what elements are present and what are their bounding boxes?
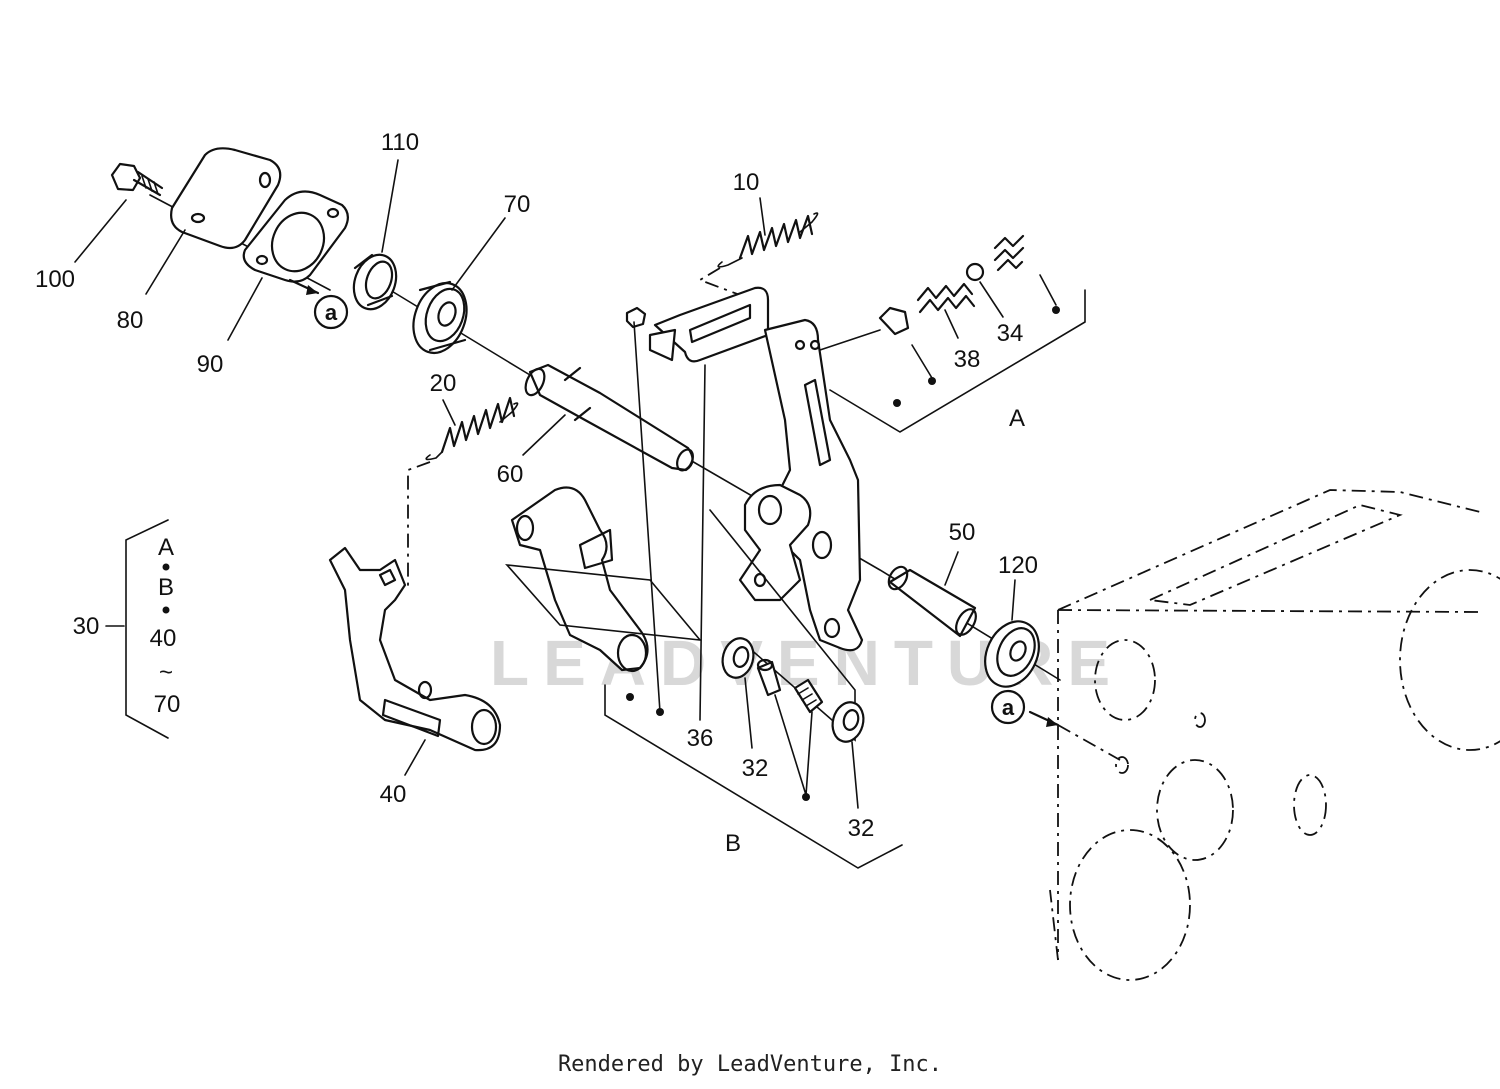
- label-70: 70: [504, 191, 531, 218]
- ref-mark-a-left-label: a: [325, 300, 338, 325]
- callouts: 100 80 90 110 70 10 20 60 36 38 34 50 12…: [35, 129, 1057, 842]
- screw-32: [793, 678, 824, 714]
- governor-plate-36: [625, 286, 770, 363]
- label-32-left: 32: [742, 755, 769, 782]
- label-30: 30: [73, 613, 100, 640]
- engine-block: [1049, 489, 1500, 981]
- ball-34: [965, 262, 985, 282]
- assembly-30-item-b: B: [158, 574, 174, 601]
- spring-10: [697, 212, 819, 296]
- pin-32: [756, 658, 782, 697]
- axis-line-upper: [819, 329, 881, 351]
- spring-20: [407, 396, 519, 590]
- label-50: 50: [949, 519, 976, 546]
- label-34: 34: [997, 320, 1024, 347]
- ref-mark-a-left: a: [288, 278, 349, 330]
- ref-mark-a-right-label: a: [1002, 695, 1015, 720]
- label-38: 38: [954, 346, 981, 373]
- label-36: 36: [687, 725, 714, 752]
- group-bracket-a: A: [829, 289, 1086, 433]
- bearing-120: [984, 620, 1040, 688]
- gasket-90: [242, 190, 349, 283]
- bearing-70: [412, 280, 468, 354]
- label-20: 20: [430, 370, 457, 397]
- bolt-100: [110, 162, 164, 197]
- oil-seal-110: [352, 253, 398, 311]
- ref-mark-a-right: a: [990, 689, 1121, 761]
- spring-38: [916, 282, 976, 314]
- assembly-30-item-40: 40: [150, 625, 177, 652]
- label-60: 60: [497, 461, 524, 488]
- assembly-30-item-70: 70: [154, 691, 181, 718]
- pin-50: [887, 565, 977, 638]
- group-letter-a: A: [1009, 405, 1025, 432]
- seat-32-right: [831, 701, 865, 743]
- plunger-38: [878, 306, 910, 336]
- label-100: 100: [35, 266, 75, 293]
- assembly-30-bracket: 30 A B 40 ~ 70: [73, 519, 181, 739]
- group-bracket-b: B: [604, 684, 903, 869]
- assembly-30-tilde: ~: [159, 659, 173, 686]
- footer-credit: Rendered by LeadVenture, Inc.: [557, 1052, 943, 1077]
- group-letter-b: B: [725, 830, 741, 857]
- label-120: 120: [998, 552, 1038, 579]
- assembly-30-item-a: A: [158, 534, 174, 561]
- lever-40: [328, 546, 502, 752]
- label-40: 40: [380, 781, 407, 808]
- label-80: 80: [117, 307, 144, 334]
- label-110: 110: [381, 129, 419, 156]
- governor-lever-plate: [763, 318, 864, 652]
- shaft-60: [524, 363, 694, 472]
- seat-32-left: [721, 637, 755, 679]
- spring-plug: [993, 234, 1025, 272]
- cover-plate-80: [170, 147, 282, 250]
- label-10: 10: [733, 169, 760, 196]
- fork-lever: [505, 486, 702, 673]
- label-32-right: 32: [848, 815, 875, 842]
- label-90: 90: [197, 351, 224, 378]
